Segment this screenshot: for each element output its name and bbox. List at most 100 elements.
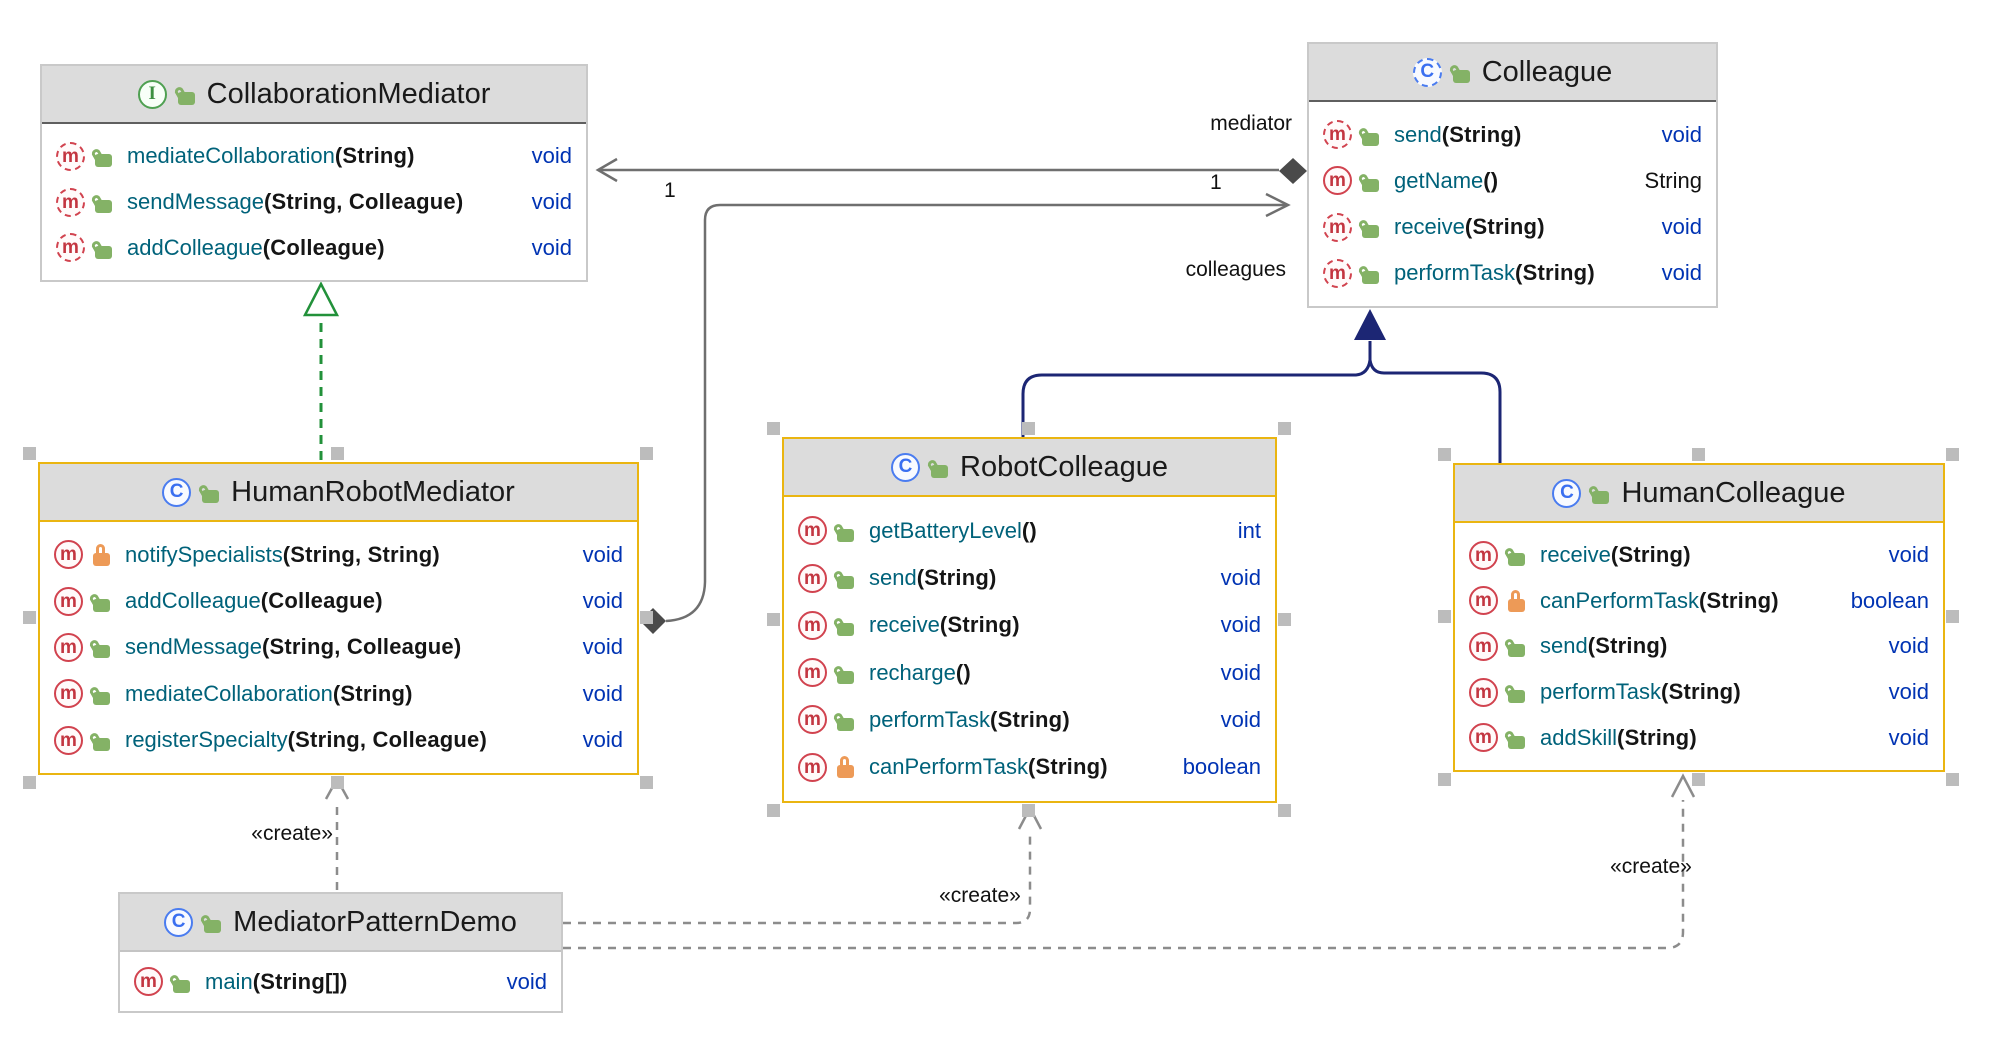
method-row[interactable]: m performTask(String) void <box>784 705 1275 735</box>
method-row[interactable]: m recharge() void <box>784 658 1275 688</box>
method-row[interactable]: m getName() String <box>1309 166 1716 196</box>
multiplicity-label: 1 <box>1210 171 1222 194</box>
selection-handle[interactable] <box>1278 422 1291 435</box>
public-lock-icon <box>204 911 222 933</box>
method-row[interactable]: m send(String) void <box>1455 631 1943 661</box>
selection-handle[interactable] <box>1946 773 1959 786</box>
method-row[interactable]: m getBatteryLevel() int <box>784 516 1275 546</box>
method-row[interactable]: m main(String[]) void <box>120 967 561 996</box>
class-header[interactable]: C MediatorPatternDemo <box>120 894 561 952</box>
method-row[interactable]: m registerSpecialty(String, Colleague) v… <box>40 725 637 755</box>
public-lock-icon <box>1508 681 1526 704</box>
public-lock-icon <box>1508 544 1526 567</box>
return-type: void <box>1888 633 1929 659</box>
class-box-colleague[interactable]: C Colleague m send(String) void m getNam… <box>1307 42 1718 308</box>
selection-handle[interactable] <box>23 611 36 624</box>
return-type: void <box>1888 679 1929 705</box>
public-lock-icon <box>1362 170 1380 192</box>
method-icon: m <box>798 752 827 782</box>
method-row[interactable]: m mediateCollaboration(String) void <box>40 679 637 709</box>
public-lock-icon <box>837 662 855 684</box>
method-row[interactable]: m sendMessage(String, Colleague) void <box>40 632 637 662</box>
class-icon: C <box>1552 478 1582 508</box>
public-lock-icon <box>93 729 111 752</box>
return-type: void <box>1220 612 1261 638</box>
class-header[interactable]: C HumanRobotMediator <box>40 464 637 522</box>
method-row[interactable]: m canPerformTask(String) boolean <box>784 752 1275 782</box>
method-row[interactable]: m addSkill(String) void <box>1455 723 1943 753</box>
method-icon: m <box>54 586 83 616</box>
class-header[interactable]: I CollaborationMediator <box>42 66 586 124</box>
selection-handle[interactable] <box>23 447 36 460</box>
multiplicity-label: 1 <box>664 179 676 202</box>
method-row[interactable]: m performTask(String) void <box>1309 258 1716 288</box>
selection-handle[interactable] <box>331 776 344 789</box>
public-lock-icon <box>95 191 113 213</box>
public-lock-icon <box>1362 262 1380 285</box>
method-row[interactable]: m performTask(String) void <box>1455 677 1943 707</box>
class-header[interactable]: C RobotColleague <box>784 439 1275 497</box>
public-lock-icon <box>202 481 220 503</box>
aggregation-edge-mediator <box>595 157 1307 184</box>
selection-handle[interactable] <box>767 613 780 626</box>
class-box-humanrobotmediator[interactable]: C HumanRobotMediator m notifySpecialists… <box>38 462 639 775</box>
public-lock-icon <box>1362 216 1380 239</box>
method-row[interactable]: m send(String) void <box>1309 120 1716 150</box>
abstract-class-icon: C <box>1412 57 1442 87</box>
return-type: void <box>1661 121 1702 147</box>
public-lock-icon <box>95 145 113 168</box>
method-row[interactable]: m notifySpecialists(String, String) void <box>40 540 637 570</box>
selection-handle[interactable] <box>1278 613 1291 626</box>
method-icon: m <box>1469 540 1498 570</box>
selection-handle[interactable] <box>1692 448 1705 461</box>
public-lock-icon <box>1362 124 1380 146</box>
selection-handle[interactable] <box>1022 804 1035 817</box>
public-lock-icon <box>93 590 111 613</box>
method-row[interactable]: m receive(String) void <box>784 610 1275 640</box>
method-row[interactable]: m sendMessage(String, Colleague) void <box>42 187 586 217</box>
selection-handle[interactable] <box>1438 610 1451 623</box>
method-row[interactable]: m send(String) void <box>784 563 1275 593</box>
class-title: RobotColleague <box>960 450 1168 483</box>
selection-handle[interactable] <box>767 422 780 435</box>
method-icon: m <box>134 967 163 996</box>
class-box-humancolleague[interactable]: C HumanColleague m receive(String) void … <box>1453 463 1945 772</box>
method-row[interactable]: m addColleague(Colleague) void <box>40 586 637 616</box>
return-type: int <box>1237 517 1261 543</box>
selection-handle[interactable] <box>640 447 653 460</box>
selection-handle[interactable] <box>767 804 780 817</box>
selection-handle[interactable] <box>1438 448 1451 461</box>
class-box-robotcolleague[interactable]: C RobotColleague m getBatteryLevel() int… <box>782 437 1277 803</box>
return-type: boolean <box>1850 587 1929 613</box>
method-row[interactable]: m receive(String) void <box>1309 212 1716 242</box>
selection-handle[interactable] <box>23 776 36 789</box>
selection-handle[interactable] <box>331 447 344 460</box>
method-row[interactable]: m receive(String) void <box>1455 540 1943 570</box>
return-type: void <box>582 680 623 706</box>
method-row[interactable]: m mediateCollaboration(String) void <box>42 141 586 171</box>
selection-handle[interactable] <box>1692 773 1705 786</box>
selection-handle[interactable] <box>1946 448 1959 461</box>
selection-handle[interactable] <box>1278 804 1291 817</box>
class-box-mediatorpatterndemo[interactable]: C MediatorPatternDemo m main(String[]) v… <box>118 892 563 1013</box>
method-row[interactable]: m canPerformTask(String) boolean <box>1455 586 1943 616</box>
public-lock-icon <box>1592 482 1610 504</box>
public-lock-icon <box>931 456 949 478</box>
class-header[interactable]: C HumanColleague <box>1455 465 1943 523</box>
method-row[interactable]: m addColleague(Colleague) void <box>42 233 586 263</box>
method-icon: m <box>798 563 827 593</box>
private-lock-icon <box>837 756 855 779</box>
return-type: void <box>531 234 572 260</box>
class-box-collaborationmediator[interactable]: I CollaborationMediator m mediateCollabo… <box>40 64 588 282</box>
selection-handle[interactable] <box>640 776 653 789</box>
public-lock-icon <box>93 683 111 705</box>
method-icon: m <box>1323 258 1352 288</box>
class-header[interactable]: C Colleague <box>1309 44 1716 102</box>
selection-handle[interactable] <box>1022 422 1035 435</box>
selection-handle[interactable] <box>640 611 653 624</box>
return-type: void <box>1220 706 1261 732</box>
selection-handle[interactable] <box>1946 610 1959 623</box>
selection-handle[interactable] <box>1438 773 1451 786</box>
public-lock-icon <box>837 709 855 731</box>
public-lock-icon <box>837 567 855 590</box>
